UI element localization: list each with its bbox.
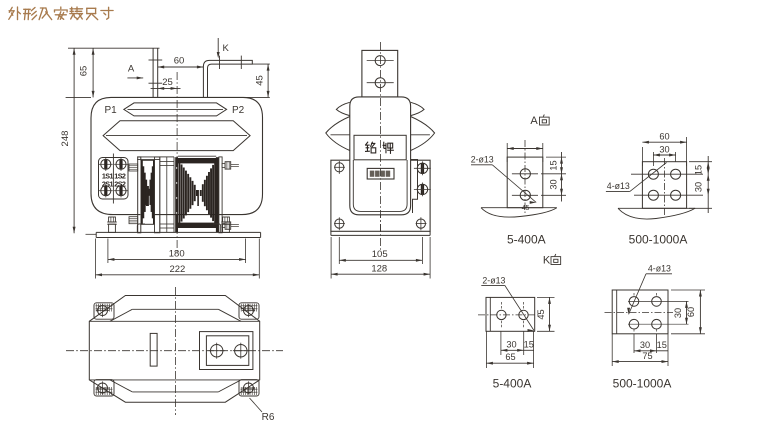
svg-text:60: 60 — [659, 132, 669, 142]
svg-text:500-1000A: 500-1000A — [613, 377, 672, 391]
svg-text:45: 45 — [522, 205, 530, 212]
svg-text:K: K — [223, 43, 230, 54]
svg-text:180: 180 — [169, 248, 185, 259]
svg-text:4-ø13: 4-ø13 — [648, 263, 671, 273]
svg-text:30: 30 — [506, 340, 516, 350]
svg-text:45: 45 — [254, 75, 265, 86]
svg-text:1S1 1S2: 1S1 1S2 — [102, 172, 126, 181]
svg-text:2S1 2S2: 2S1 2S2 — [102, 179, 126, 188]
svg-text:5-400A: 5-400A — [493, 377, 532, 391]
svg-text:A: A — [530, 115, 538, 127]
svg-text:2-ø13: 2-ø13 — [471, 154, 494, 164]
svg-text:248: 248 — [60, 131, 71, 147]
svg-text:15: 15 — [657, 340, 667, 350]
svg-text:65: 65 — [505, 352, 515, 362]
svg-text:60: 60 — [174, 56, 185, 67]
svg-text:75: 75 — [642, 351, 652, 361]
svg-text:30: 30 — [640, 340, 650, 350]
svg-text:P2: P2 — [232, 105, 245, 116]
svg-text:15: 15 — [524, 340, 534, 350]
svg-text:30: 30 — [673, 308, 683, 318]
svg-text:45: 45 — [536, 309, 546, 319]
svg-text:P1: P1 — [105, 105, 118, 116]
svg-text:A: A — [128, 64, 135, 75]
svg-text:222: 222 — [169, 264, 185, 275]
svg-text:65: 65 — [79, 66, 90, 77]
svg-text:25: 25 — [162, 77, 173, 88]
svg-text:500-1000A: 500-1000A — [629, 233, 688, 247]
svg-text:15: 15 — [549, 160, 559, 170]
svg-text:128: 128 — [371, 264, 387, 275]
svg-text:60: 60 — [686, 307, 696, 317]
svg-text:5-400A: 5-400A — [507, 233, 546, 247]
svg-text:15: 15 — [694, 165, 704, 175]
svg-text:4-ø13: 4-ø13 — [607, 181, 630, 191]
svg-text:30: 30 — [694, 182, 704, 192]
svg-text:30: 30 — [549, 179, 559, 189]
svg-text:2-ø13: 2-ø13 — [482, 276, 505, 286]
svg-text:105: 105 — [372, 249, 388, 260]
svg-text:K: K — [543, 255, 551, 267]
svg-text:30: 30 — [659, 145, 669, 155]
svg-text:R6: R6 — [262, 412, 275, 423]
